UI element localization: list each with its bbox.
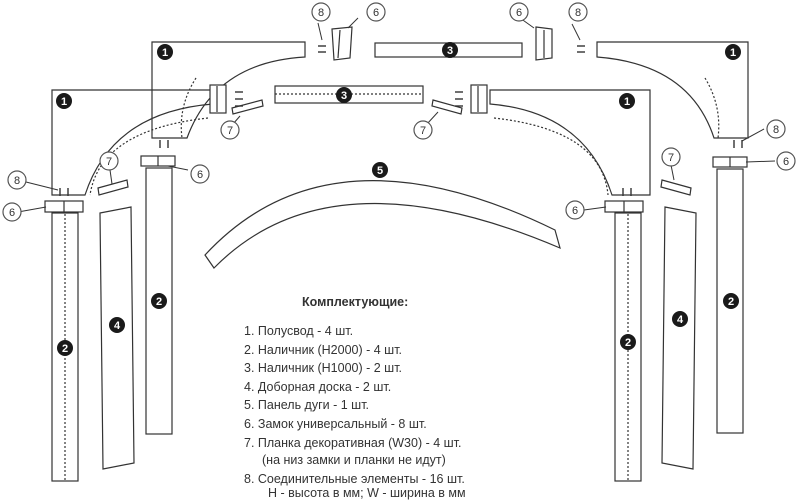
dotted-join-lower-right	[493, 117, 609, 196]
svg-text:6: 6	[9, 207, 15, 219]
svg-text:3: 3	[341, 90, 347, 102]
svg-text:2: 2	[62, 343, 68, 355]
marker-filled-3-upper: 3	[442, 42, 458, 58]
svg-text:6: 6	[197, 169, 203, 181]
svg-text:1: 1	[624, 96, 630, 108]
svg-text:4: 4	[677, 314, 684, 326]
svg-text:6: 6	[516, 7, 522, 19]
marker-outline-8-left-column: 8	[7, 170, 27, 190]
svg-text:4: 4	[114, 320, 121, 332]
lock-upper-right-column	[712, 156, 748, 168]
marker-outline-6-right-lower: 6	[565, 200, 585, 220]
marker-filled-1-upper-right: 1	[725, 44, 741, 60]
half-vault-lower-left	[51, 89, 214, 196]
marker-filled-1-upper-left: 1	[157, 44, 173, 60]
svg-text:7: 7	[227, 125, 233, 137]
svg-text:5: 5	[377, 165, 383, 177]
svg-text:8: 8	[14, 175, 20, 187]
legend-item: 5. Панель дуги - 1 шт.	[244, 398, 370, 413]
marker-filled-1-lower-left: 1	[56, 93, 72, 109]
lock-lower-right-column	[604, 200, 644, 213]
marker-outline-6-right-upper: 6	[776, 151, 796, 171]
arch-panel	[204, 180, 561, 269]
extension-board-right	[661, 206, 697, 470]
svg-text:8: 8	[318, 7, 324, 19]
components-legend: Комплектующие: 1. Полусвод - 4 шт. 2. На…	[244, 294, 584, 489]
half-vault-upper-right	[596, 41, 749, 139]
svg-text:8: 8	[575, 7, 581, 19]
svg-text:2: 2	[625, 337, 631, 349]
lock-upper-left-column	[140, 155, 176, 167]
lock-top-left	[331, 26, 353, 61]
marker-outline-8-top-left: 8	[311, 2, 331, 22]
leader-lines	[17, 17, 776, 213]
svg-text:3: 3	[447, 45, 453, 57]
marker-outline-6-top-left: 6	[366, 2, 386, 22]
lock-lower-left-column	[44, 200, 84, 213]
strip-left-column	[97, 179, 129, 196]
legend-item: 6. Замок универсальный - 8 шт.	[244, 416, 427, 431]
legend-item: 2. Наличник (H2000) - 4 шт.	[244, 342, 403, 357]
marker-filled-2-right-inner: 2	[620, 334, 636, 350]
svg-text:2: 2	[728, 296, 734, 308]
units-footnote: H - высота в мм; W - ширина в мм	[268, 486, 466, 500]
lock-top-right	[535, 26, 553, 61]
svg-text:7: 7	[668, 152, 674, 164]
legend-item: 4. Доборная доска - 2 шт.	[244, 379, 392, 394]
marker-outline-7-right-column: 7	[661, 147, 681, 167]
marker-filled-4-left: 4	[109, 317, 125, 333]
marker-outline-7-mid-right: 7	[413, 120, 433, 140]
svg-text:6: 6	[572, 205, 578, 217]
marker-filled-2-left-inner: 2	[151, 293, 167, 309]
dotted-join-lower-left	[89, 117, 209, 196]
dotted-join-upper-right	[704, 77, 720, 139]
lock-mid-left	[209, 84, 227, 114]
strip-mid-right	[431, 99, 463, 115]
marker-outline-7-left-column: 7	[99, 151, 119, 171]
svg-text:7: 7	[420, 125, 426, 137]
svg-text:7: 7	[106, 156, 112, 168]
legend-item: 7. Планка декоративная (W30) - 4 шт.	[244, 435, 462, 450]
legend-item: 8. Соединительные элементы - 16 шт.	[244, 471, 465, 486]
half-vault-upper-left	[151, 41, 306, 139]
legend-title: Комплектующие:	[302, 295, 409, 309]
svg-text:6: 6	[373, 7, 379, 19]
legend-note: (на низ замки и планки не идут)	[262, 453, 446, 468]
marker-outline-6-left-outer: 6	[2, 202, 22, 222]
marker-outline-6-left-inner: 6	[190, 164, 210, 184]
connectors	[59, 45, 743, 196]
platband-h2000-right-inner	[614, 212, 642, 482]
svg-text:1: 1	[162, 47, 168, 59]
platband-h2000-left-inner	[145, 167, 173, 435]
marker-outline-7-mid-left: 7	[220, 120, 240, 140]
marker-outline-8-top-right: 8	[568, 2, 588, 22]
strip-right-column	[660, 179, 692, 196]
lock-mid-right	[470, 84, 488, 114]
marker-filled-2-left-outer: 2	[57, 340, 73, 356]
marker-filled-1-lower-right: 1	[619, 93, 635, 109]
marker-outline-6-top-right: 6	[509, 2, 529, 22]
half-vault-lower-right	[489, 89, 651, 196]
svg-text:8: 8	[773, 124, 779, 136]
dotted-join-upper-left	[180, 77, 197, 139]
marker-filled-2-right-outer: 2	[723, 293, 739, 309]
legend-item: 3. Наличник (H1000) - 2 шт.	[244, 361, 403, 376]
platband-h2000-right-outer	[716, 168, 744, 434]
svg-text:2: 2	[156, 296, 162, 308]
strip-mid-left	[231, 99, 264, 115]
marker-filled-4-right: 4	[672, 311, 688, 327]
marker-filled-5: 5	[372, 162, 388, 178]
marker-outline-8-right-upper: 8	[766, 119, 786, 139]
svg-text:6: 6	[783, 156, 789, 168]
platband-h2000-left-outer	[51, 212, 79, 482]
svg-text:1: 1	[61, 96, 67, 108]
legend-item: 1. Полусвод - 4 шт.	[244, 324, 354, 338]
extension-board-left	[99, 206, 135, 470]
svg-text:1: 1	[730, 47, 736, 59]
marker-filled-3-lower: 3	[336, 87, 352, 103]
legend-list: 1. Полусвод - 4 шт. 2. Наличник (H2000) …	[244, 323, 584, 488]
